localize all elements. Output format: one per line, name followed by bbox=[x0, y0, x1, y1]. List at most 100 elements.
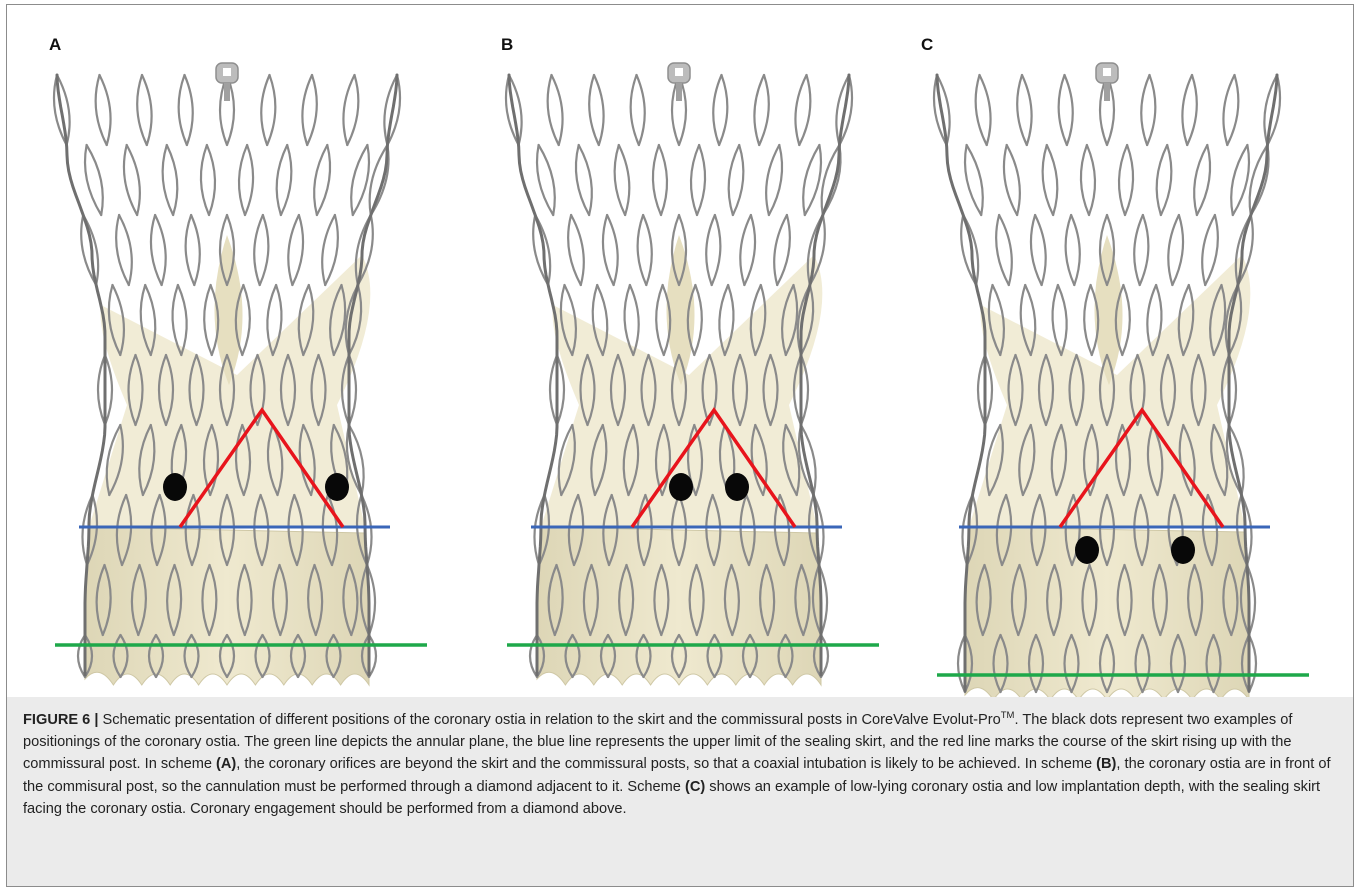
frame-strut bbox=[697, 145, 705, 215]
frame-strut bbox=[1147, 75, 1155, 145]
frame-strut bbox=[119, 215, 132, 285]
frame-strut bbox=[261, 75, 269, 145]
delivery-tab-stem bbox=[224, 83, 230, 101]
coronary-ostium bbox=[725, 473, 749, 501]
delivery-tab-hole bbox=[1103, 68, 1111, 76]
delivery-tab-hole bbox=[675, 68, 683, 76]
frame-strut bbox=[1197, 145, 1210, 215]
caption-text-3: , the coronary orifices are beyond the s… bbox=[236, 756, 1096, 772]
coronary-ostium bbox=[1171, 536, 1195, 564]
frame-strut bbox=[245, 145, 253, 215]
panel-label-a: A bbox=[49, 35, 61, 55]
frame-strut bbox=[656, 285, 664, 355]
frame-strut bbox=[774, 215, 787, 285]
frame-strut bbox=[822, 145, 840, 215]
frame-strut bbox=[191, 215, 200, 285]
frame-strut bbox=[254, 215, 263, 285]
frame-strut bbox=[579, 145, 592, 215]
frame-strut bbox=[260, 215, 269, 285]
frame-strut bbox=[116, 215, 129, 285]
frame-strut bbox=[659, 145, 667, 215]
caption-ref-a: (A) bbox=[216, 756, 236, 772]
figure-number: FIGURE 6 | bbox=[23, 712, 98, 728]
frame-strut bbox=[706, 215, 715, 285]
frame-strut bbox=[999, 215, 1012, 285]
frame-strut bbox=[1007, 145, 1020, 215]
valve-schematic bbox=[887, 5, 1327, 705]
trademark-superscript: TM bbox=[1001, 710, 1015, 721]
frame-strut bbox=[766, 145, 779, 215]
frame-strut bbox=[1066, 215, 1075, 285]
panel-a: A bbox=[7, 5, 447, 705]
commissural-post-tissue bbox=[1094, 235, 1122, 385]
coronary-ostium bbox=[669, 473, 693, 501]
frame-strut bbox=[204, 285, 212, 355]
valve-schematic bbox=[7, 5, 447, 705]
frame-strut bbox=[239, 145, 247, 215]
frame-strut bbox=[571, 215, 584, 285]
frame-strut bbox=[201, 145, 209, 215]
frame-strut bbox=[1081, 145, 1089, 215]
commissural-post-tissue bbox=[214, 235, 242, 385]
frame-strut bbox=[179, 75, 187, 145]
frame-strut bbox=[207, 145, 215, 215]
figure-frame: A B C FIGURE 6 | Schematic presentation … bbox=[6, 4, 1354, 887]
frame-strut bbox=[631, 75, 639, 145]
coronary-ostium bbox=[163, 473, 187, 501]
frame-strut bbox=[186, 215, 195, 285]
frame-strut bbox=[1202, 215, 1215, 285]
caption-text-1: Schematic presentation of different posi… bbox=[98, 712, 1000, 728]
frame-strut bbox=[242, 285, 250, 355]
frame-strut bbox=[314, 145, 327, 215]
frame-strut bbox=[653, 145, 661, 215]
frame-strut bbox=[1134, 215, 1143, 285]
delivery-tab-stem bbox=[1104, 83, 1110, 101]
frame-strut bbox=[1059, 75, 1067, 145]
frame-strut bbox=[1141, 75, 1149, 145]
frame-strut bbox=[1140, 215, 1149, 285]
frame-strut bbox=[322, 215, 335, 285]
frame-strut bbox=[996, 215, 1009, 285]
panel-label-c: C bbox=[921, 35, 933, 55]
frame-strut bbox=[178, 285, 187, 355]
frame-strut bbox=[694, 285, 702, 355]
panel-label-b: B bbox=[501, 35, 513, 55]
commissural-post-tissue bbox=[666, 235, 694, 385]
figure-illustration: A B C bbox=[7, 5, 1353, 705]
frame-strut bbox=[325, 215, 338, 285]
frame-strut bbox=[1205, 215, 1218, 285]
panel-b: B bbox=[459, 5, 899, 705]
frame-strut bbox=[1058, 285, 1067, 355]
frame-strut bbox=[568, 215, 581, 285]
frame-strut bbox=[185, 75, 193, 145]
valve-schematic bbox=[459, 5, 899, 705]
frame-strut bbox=[1004, 145, 1017, 215]
frame-strut bbox=[777, 215, 790, 285]
frame-strut bbox=[267, 75, 275, 145]
frame-strut bbox=[1250, 145, 1268, 215]
panel-c: C bbox=[887, 5, 1327, 705]
frame-strut bbox=[769, 145, 782, 215]
frame-strut bbox=[638, 215, 647, 285]
frame-strut bbox=[713, 75, 721, 145]
delivery-tab-stem bbox=[676, 83, 682, 101]
frame-strut bbox=[1065, 75, 1073, 145]
figure-caption: FIGURE 6 | Schematic presentation of dif… bbox=[7, 697, 1353, 886]
frame-strut bbox=[630, 285, 639, 355]
frame-strut bbox=[1122, 285, 1130, 355]
frame-strut bbox=[1119, 145, 1127, 215]
frame-strut bbox=[719, 75, 727, 145]
frame-strut bbox=[1194, 145, 1207, 215]
frame-strut bbox=[127, 145, 140, 215]
caption-ref-b: (B) bbox=[1096, 756, 1116, 772]
frame-strut bbox=[643, 215, 652, 285]
frame-strut bbox=[1125, 145, 1133, 215]
caption-ref-c: (C) bbox=[685, 779, 705, 795]
coronary-ostium bbox=[1075, 536, 1099, 564]
coronary-ostium bbox=[325, 473, 349, 501]
frame-strut bbox=[1084, 285, 1092, 355]
delivery-tab-hole bbox=[223, 68, 231, 76]
frame-strut bbox=[576, 145, 589, 215]
frame-strut bbox=[124, 145, 137, 215]
frame-strut bbox=[370, 145, 388, 215]
